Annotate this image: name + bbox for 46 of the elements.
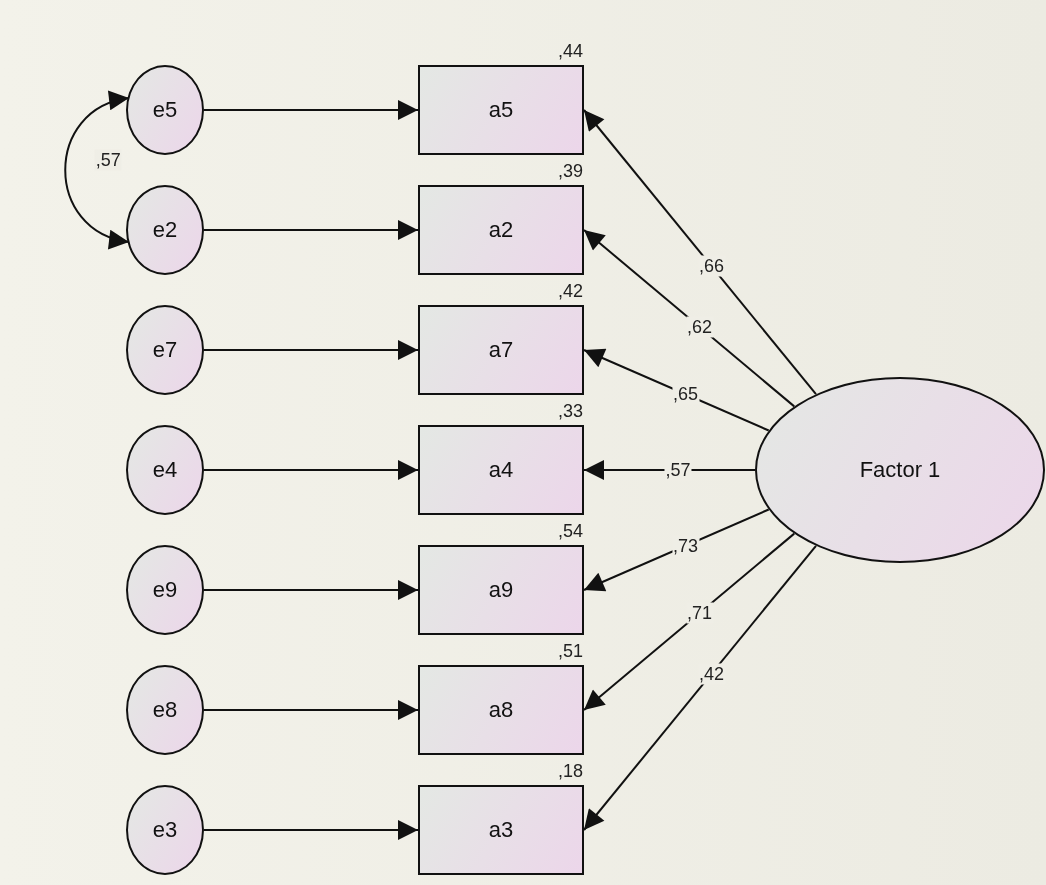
edge-label: ,62 (686, 316, 714, 338)
arrow (203, 460, 419, 480)
variable-label: a2 (488, 217, 514, 243)
edge-label: ,71 (686, 602, 714, 624)
arrow (203, 100, 419, 120)
variable-label: e4 (152, 457, 178, 483)
observed-variable-box (418, 785, 584, 875)
variable-label: a7 (488, 337, 514, 363)
observed-variable-box (418, 185, 584, 275)
variable-label: a8 (488, 697, 514, 723)
variable-label: a4 (488, 457, 514, 483)
squared-correlation-label: ,18 (558, 761, 584, 782)
observed-variable-box (418, 305, 584, 395)
squared-correlation-label: ,51 (558, 641, 584, 662)
arrow (203, 220, 419, 240)
observed-variable-box (418, 545, 584, 635)
variable-label: e5 (152, 97, 178, 123)
squared-correlation-label: ,39 (558, 161, 584, 182)
variable-label: e8 (152, 697, 178, 723)
edge-label: ,73 (672, 535, 700, 557)
arrow (203, 820, 419, 840)
arrow (583, 532, 796, 711)
observed-variable-box (418, 425, 584, 515)
edge-label: ,57 (94, 149, 122, 171)
variable-label: Factor 1 (859, 457, 941, 483)
arrow (203, 700, 419, 720)
edge-label: ,66 (698, 255, 726, 277)
squared-correlation-label: ,54 (558, 521, 584, 542)
arrow (583, 544, 817, 831)
arrow (583, 229, 796, 408)
variable-label: e7 (152, 337, 178, 363)
squared-correlation-label: ,42 (558, 281, 584, 302)
variable-label: e2 (152, 217, 178, 243)
variable-label: e3 (152, 817, 178, 843)
squared-correlation-label: ,33 (558, 401, 584, 422)
variable-label: a9 (488, 577, 514, 603)
variable-label: a5 (488, 97, 514, 123)
observed-variable-box (418, 665, 584, 755)
arrow (203, 340, 419, 360)
arrow (583, 109, 817, 396)
variable-label: e9 (152, 577, 178, 603)
squared-correlation-label: ,44 (558, 41, 584, 62)
arrow (203, 580, 419, 600)
variable-label: a3 (488, 817, 514, 843)
edge-label: ,42 (698, 663, 726, 685)
observed-variable-box (418, 65, 584, 155)
